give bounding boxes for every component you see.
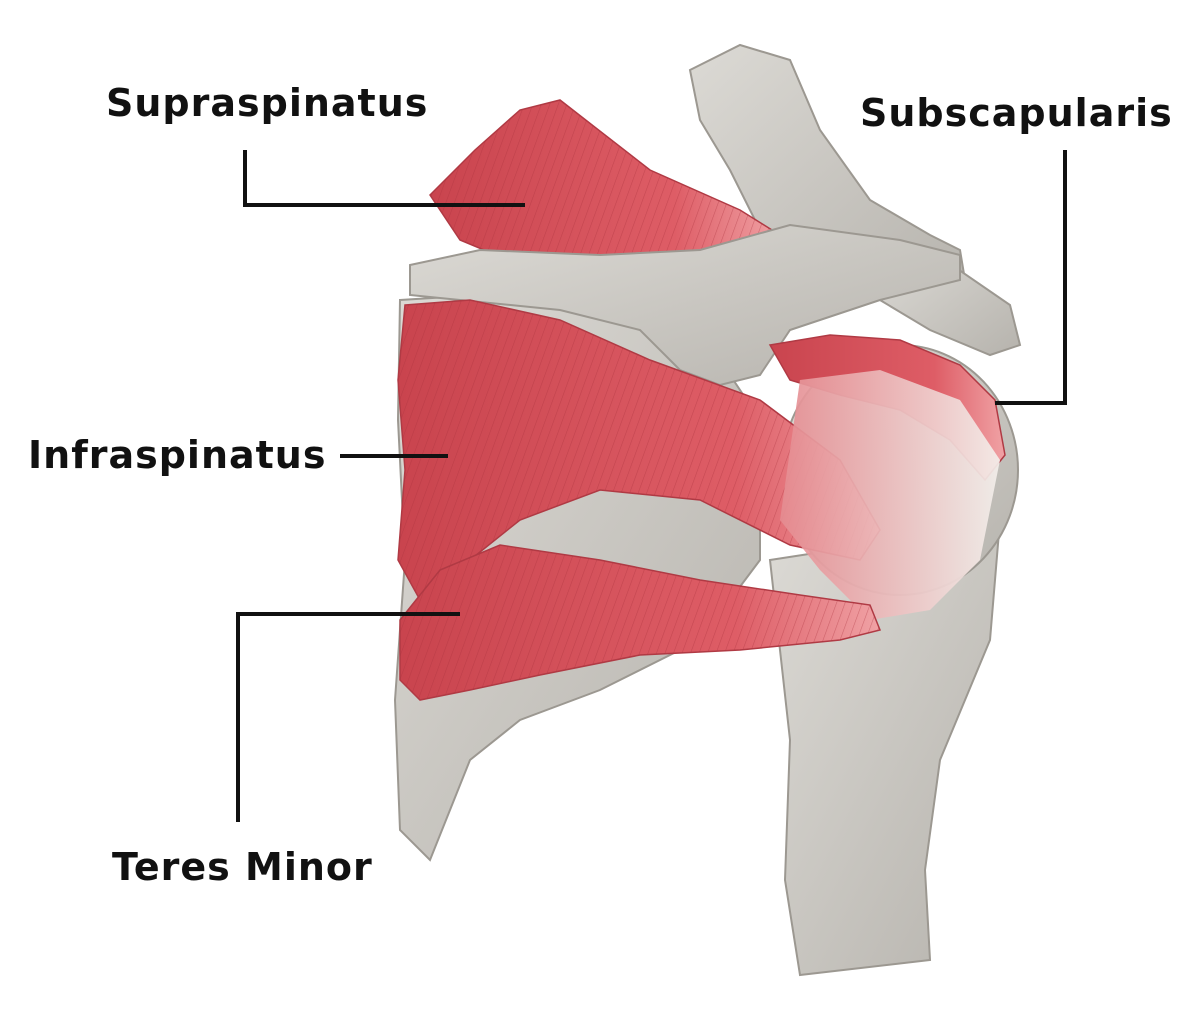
tendon-insertion — [780, 370, 1000, 620]
teres-minor-fibers — [400, 545, 880, 700]
teres-minor-leader-line — [236, 612, 460, 822]
subscapularis-leader-line — [995, 150, 1067, 405]
clavicle-bone — [688, 43, 967, 302]
label-teres-minor: Teres Minor — [112, 845, 373, 889]
scapular-spine — [409, 223, 961, 387]
supraspinatus-fibers — [430, 100, 780, 280]
label-subscapularis: Subscapularis — [860, 91, 1173, 135]
label-infraspinatus: Infraspinatus — [28, 433, 327, 477]
label-supraspinatus: Supraspinatus — [106, 81, 429, 125]
supraspinatus-leader-line — [243, 150, 525, 207]
infraspinatus-fibers — [398, 300, 880, 600]
